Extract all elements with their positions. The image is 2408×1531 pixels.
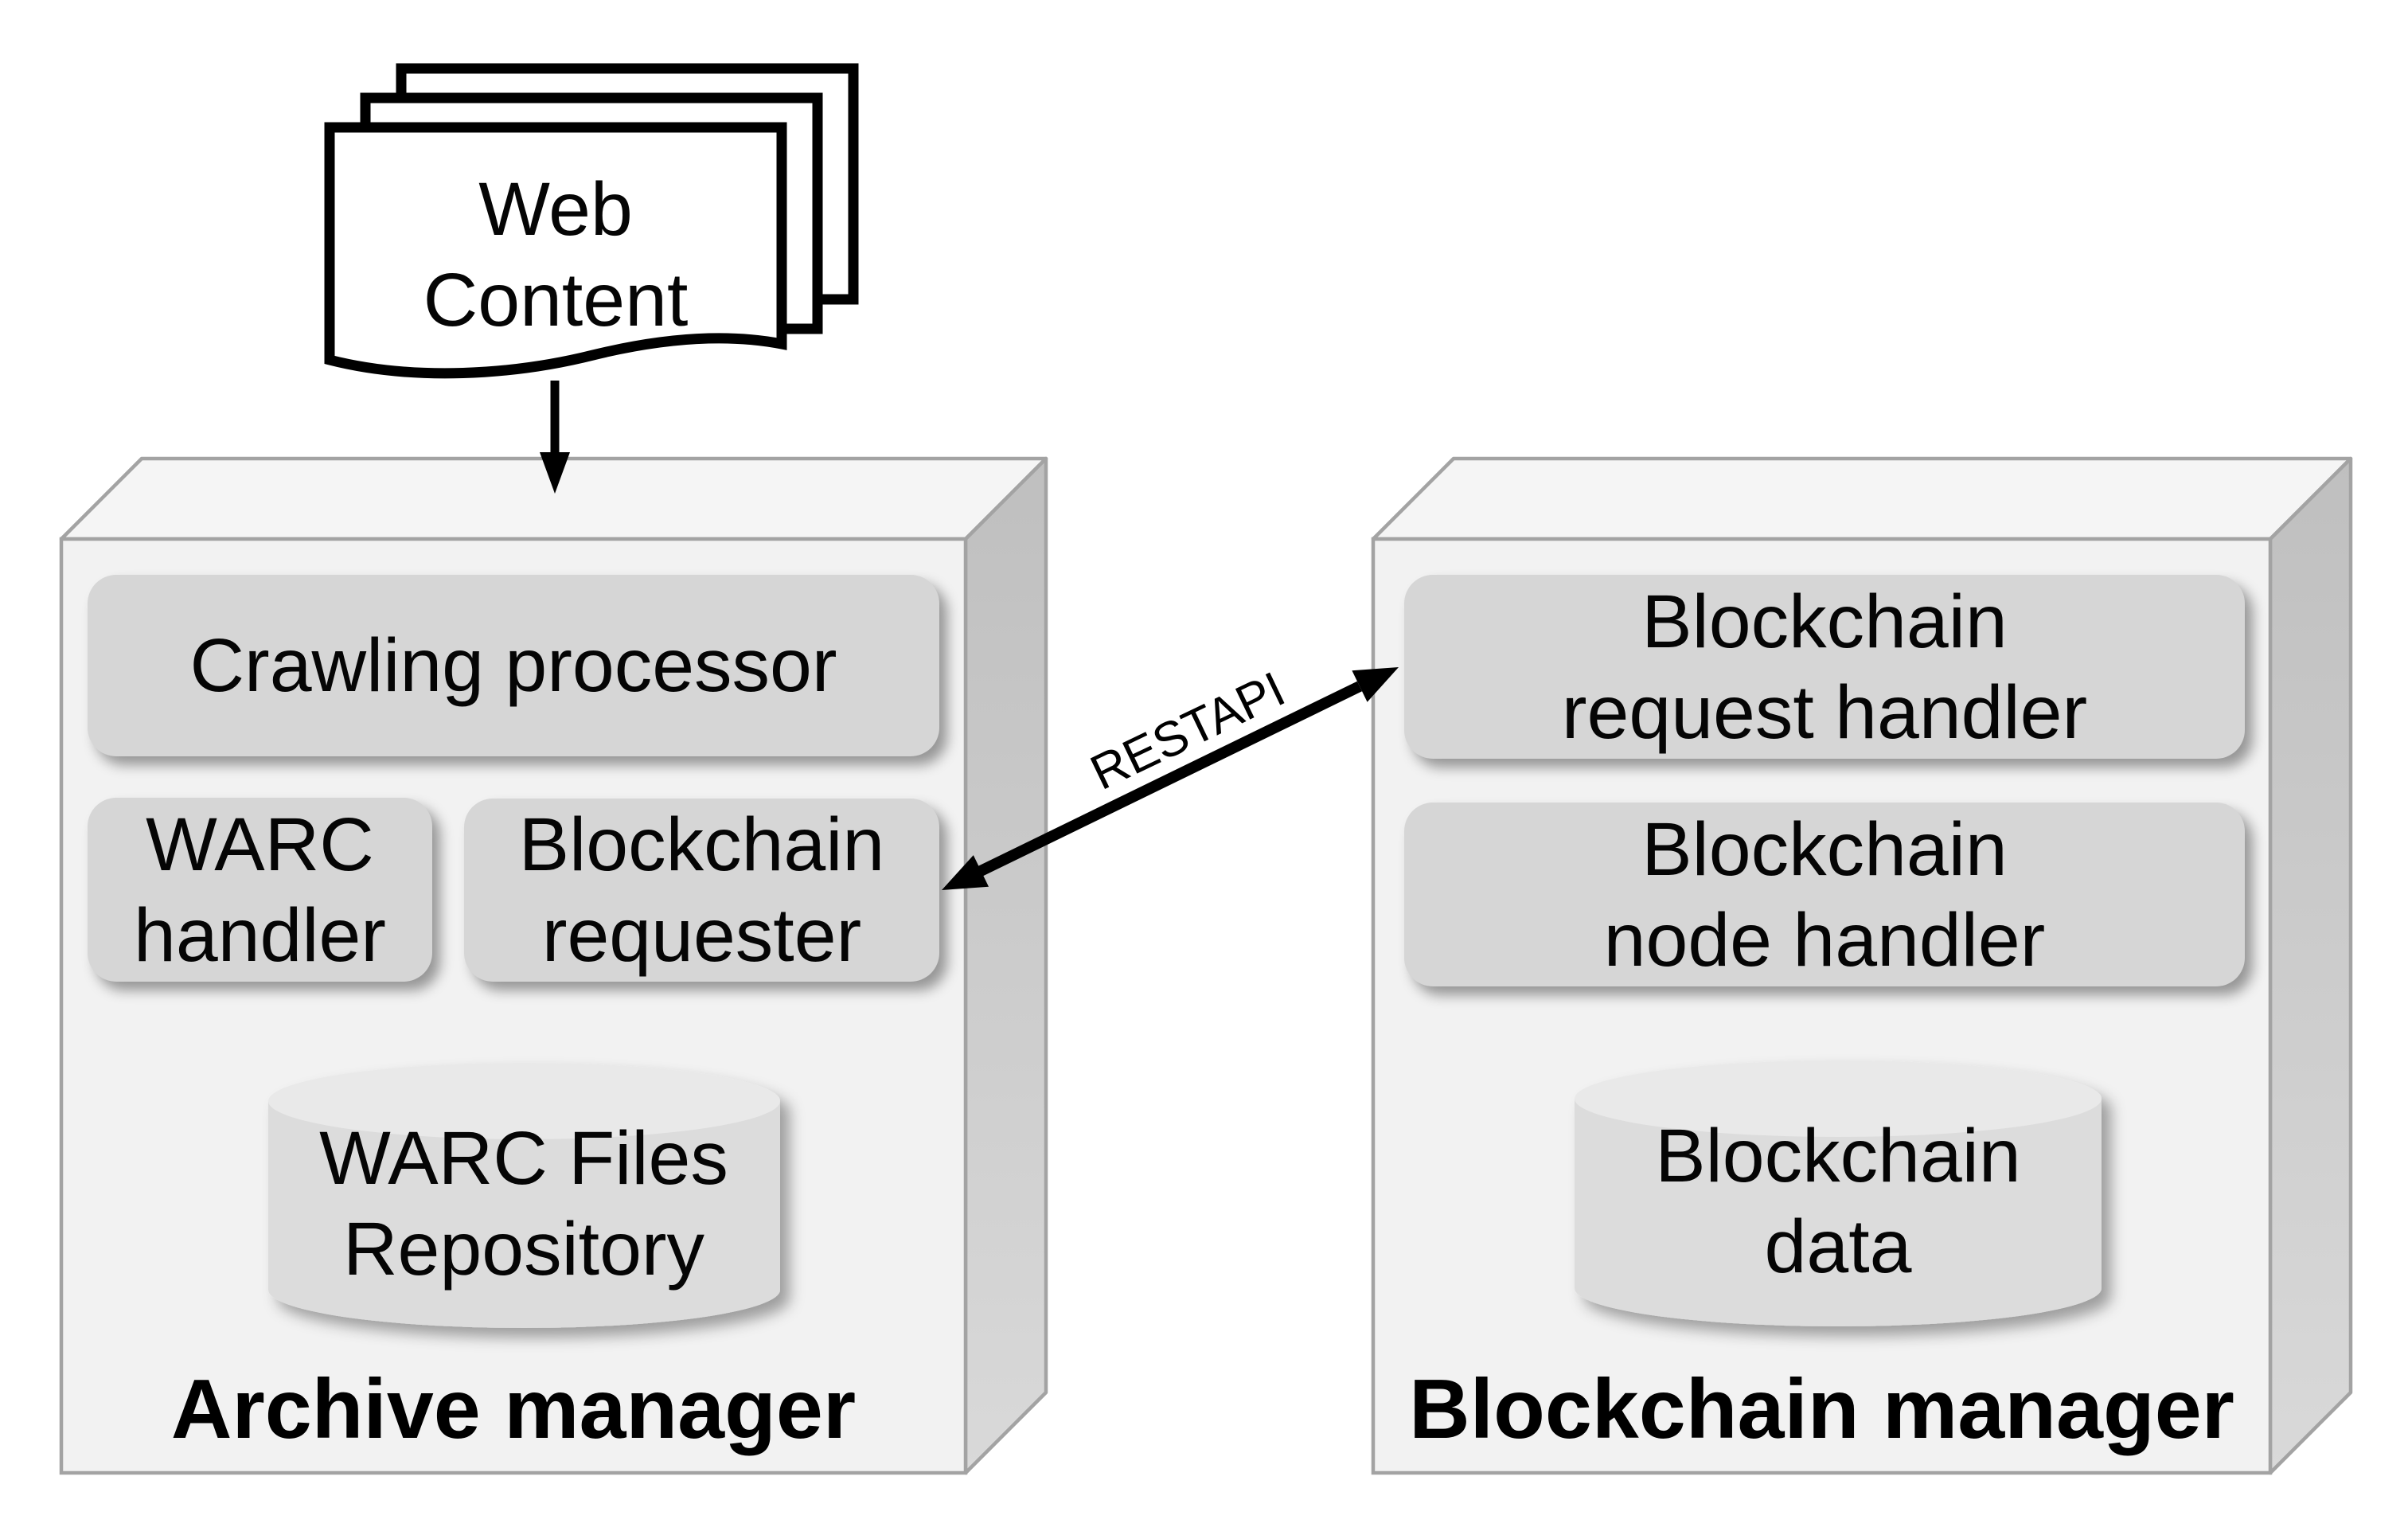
- warc-files-repository-label: WARC Files Repository: [285, 1112, 763, 1295]
- web-content-label: Web Content: [330, 164, 782, 346]
- blockchain-data-line1: Blockchain: [1655, 1114, 2021, 1198]
- document-front: [324, 122, 787, 379]
- blockchain-requester-line2: requester: [541, 893, 862, 978]
- blockchain-manager-title: Blockchain manager: [1409, 1361, 2234, 1456]
- blockchain-node-handler-line2: node handler: [1603, 897, 2046, 982]
- warc-handler-line1: WARC: [146, 802, 374, 887]
- archive-manager-title: Archive manager: [170, 1361, 857, 1456]
- web-content-line2: Content: [423, 258, 689, 342]
- crawling-processor-label: Crawling processor: [189, 623, 837, 708]
- arrow-head-right: [1352, 667, 1399, 702]
- archive-manager-side-face: [963, 456, 1048, 1475]
- web-content-line1: Web: [478, 167, 633, 252]
- arrow-head-down: [540, 452, 570, 494]
- blockchain-request-handler-box: Blockchain request handler: [1404, 575, 2245, 759]
- web-content-document-icon: [324, 63, 859, 379]
- crawling-processor-box: Crawling processor: [88, 575, 939, 756]
- warc-files-repository-line1: WARC Files: [319, 1116, 728, 1201]
- blockchain-manager-top-face: [1371, 456, 2353, 541]
- blockchain-requester-line1: Blockchain: [518, 803, 885, 887]
- blockchain-data-cylinder-body: [1575, 1099, 2102, 1326]
- blockchain-request-handler-line2: request handler: [1561, 670, 2088, 755]
- blockchain-requester-box: Blockchain requester: [464, 799, 939, 982]
- warc-files-repository-line2: Repository: [342, 1207, 705, 1291]
- warc-cylinder-body: [268, 1101, 780, 1328]
- blockchain-request-handler-line1: Blockchain: [1641, 579, 2008, 664]
- web-content-to-archive-arrow: [540, 381, 570, 494]
- arrow-head-left: [942, 855, 989, 890]
- blockchain-data-label: Blockchain data: [1599, 1110, 2077, 1293]
- warc-files-repository-cylinder-icon: [268, 1063, 780, 1328]
- blockchain-data-line2: data: [1764, 1205, 1912, 1289]
- blockchain-data-cylinder-icon: [1575, 1060, 2102, 1326]
- restapi-double-arrow: [942, 667, 1399, 890]
- blockchain-node-handler-line1: Blockchain: [1641, 807, 2008, 892]
- warc-handler-line2: handler: [134, 892, 386, 978]
- blockchain-data-cylinder-top: [1575, 1060, 2102, 1137]
- blockchain-manager-side-face: [2268, 456, 2353, 1475]
- warc-cylinder-top: [268, 1063, 780, 1139]
- warc-handler-box: WARC handler: [88, 798, 432, 982]
- blockchain-node-handler-box: Blockchain node handler: [1404, 803, 2245, 986]
